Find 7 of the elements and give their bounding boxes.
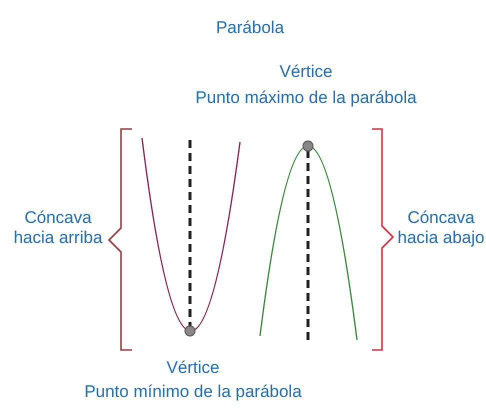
concavity-label: Cóncava hacia abajo	[396, 208, 486, 248]
vertex-label: Vértice	[166, 358, 220, 378]
vertex-description: Punto mínimo de la parábola	[83, 382, 303, 402]
vertex-description: Punto máximo de la parábola	[194, 88, 418, 108]
vertex-label: Vértice	[278, 62, 334, 82]
concavity-label: Cóncava hacia arriba	[12, 208, 104, 248]
title: Parábola	[214, 18, 286, 38]
